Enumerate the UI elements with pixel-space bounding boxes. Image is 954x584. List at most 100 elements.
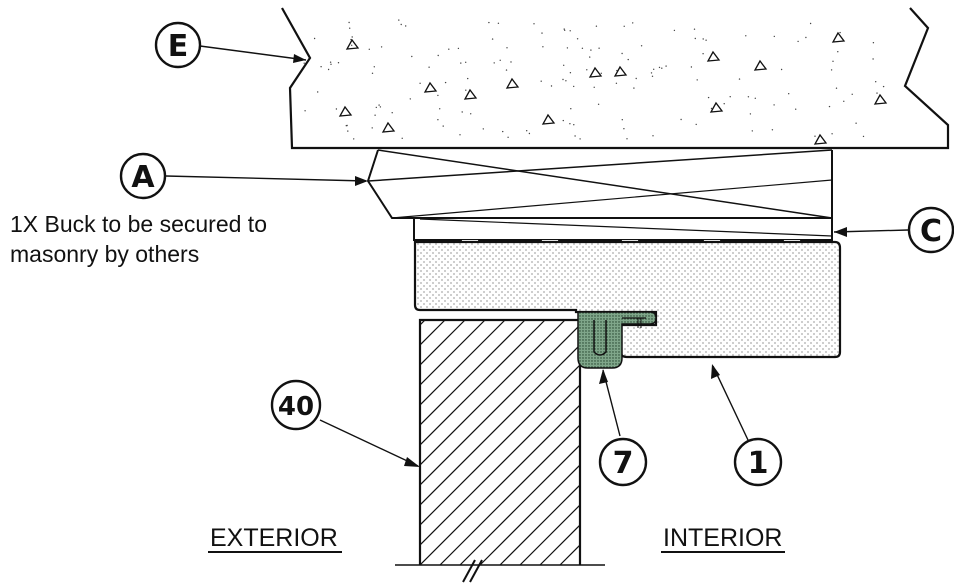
- aggregate-speck: [405, 25, 407, 27]
- aggregate-speck: [702, 38, 704, 40]
- aggregate-speck: [391, 112, 393, 114]
- aggregate-speck: [448, 48, 450, 50]
- window-head-frame: [413, 240, 842, 359]
- aggregate-speck: [843, 100, 845, 103]
- aggregate-speck: [497, 22, 500, 24]
- aggregate-speck: [751, 130, 753, 132]
- aggregate-speck: [593, 86, 595, 89]
- aggregate-speck: [528, 132, 531, 135]
- aggregate-speck: [460, 62, 462, 64]
- aggregate-speck: [353, 138, 355, 140]
- aggregate-speck: [317, 91, 319, 93]
- wood-buck: [366, 149, 833, 219]
- aggregate-speck: [467, 77, 469, 80]
- callout-e-label: E: [168, 29, 189, 64]
- aggregate-speck: [371, 72, 374, 75]
- callout-c: C: [907, 206, 954, 254]
- buck-note-line1: 1X Buck to be secured to: [10, 211, 267, 237]
- aggregate-speck: [350, 38, 352, 41]
- aggregate-speck: [690, 66, 693, 68]
- aggregate-speck: [465, 89, 467, 91]
- callout-1: 1: [733, 437, 783, 487]
- aggregate-speck: [579, 138, 581, 140]
- aggregate-mark: [423, 81, 438, 93]
- aggregate-speck: [510, 61, 512, 63]
- aggregate-speck: [327, 68, 330, 71]
- aggregate-speck: [569, 72, 572, 74]
- aggregate-speck: [409, 98, 411, 100]
- hatch-line: [439, 424, 580, 565]
- aggregate-speck: [828, 105, 831, 108]
- aggregate-speck: [635, 77, 637, 80]
- leader-lines: [165, 45, 909, 467]
- aggregate-mark: [706, 50, 721, 62]
- leader-a: [165, 175, 367, 182]
- aggregate-speck: [738, 78, 741, 80]
- callout-c-label: C: [920, 214, 942, 249]
- aggregate-speck: [797, 40, 799, 43]
- aggregate-speck: [502, 130, 504, 133]
- aggregate-speck: [809, 22, 812, 25]
- aggregate-mark: [505, 77, 520, 89]
- aggregate-speck: [345, 125, 347, 127]
- aggregate-speck: [581, 47, 584, 49]
- aggregate-speck: [702, 53, 704, 55]
- buck-note-line2: masonry by others: [10, 241, 199, 267]
- aggregate-speck: [839, 31, 841, 34]
- aggregate-speck: [653, 68, 655, 71]
- callout-e: E: [154, 21, 202, 69]
- aggregate-speck: [461, 111, 463, 113]
- aggregate-speck: [576, 38, 579, 40]
- aggregate-mark: [873, 93, 888, 105]
- callout-1-label: 1: [748, 446, 769, 481]
- aggregate-speck: [598, 47, 600, 49]
- aggregate-speck: [444, 81, 447, 84]
- aggregate-speck: [470, 113, 472, 115]
- aggregate-mark: [613, 65, 628, 77]
- hatch-line: [420, 320, 466, 366]
- aggregate-speck: [335, 108, 338, 110]
- aggregate-speck: [459, 134, 461, 136]
- aggregate-speck: [805, 36, 807, 39]
- hatch-line: [420, 404, 580, 565]
- aggregate-speck: [693, 28, 696, 30]
- aggregate-speck: [615, 82, 618, 85]
- slab-aggregate-marks: [303, 19, 888, 145]
- aggregate-speck: [780, 68, 783, 71]
- aggregate-speck: [616, 69, 618, 72]
- aggregate-speck: [665, 65, 667, 67]
- hatch-line: [479, 464, 580, 565]
- aggregate-speck: [754, 97, 756, 100]
- sash-member: [395, 318, 605, 583]
- aggregate-speck: [349, 27, 351, 29]
- aggregate-speck: [378, 104, 380, 106]
- exterior-label: EXTERIOR: [210, 524, 338, 552]
- aggregate-speck: [882, 85, 885, 88]
- aggregate-speck: [506, 47, 508, 49]
- aggregate-speck: [565, 80, 567, 82]
- aggregate-speck: [569, 30, 571, 32]
- aggregate-speck: [651, 75, 654, 78]
- leader-40: [319, 419, 419, 467]
- aggregate-speck: [573, 124, 575, 126]
- aggregate-mark: [381, 121, 396, 133]
- aggregate-speck: [876, 92, 878, 94]
- masonry-slab: [281, 7, 950, 150]
- aggregate-mark: [588, 66, 603, 78]
- aggregate-speck: [597, 103, 600, 106]
- aggregate-speck: [600, 72, 602, 75]
- aggregate-speck: [788, 93, 790, 95]
- aggregate-speck: [465, 61, 467, 63]
- aggregate-speck: [837, 51, 839, 53]
- leader-1: [712, 365, 749, 441]
- aggregate-speck: [875, 81, 877, 83]
- aggregate-speck: [428, 66, 430, 68]
- aggregate-speck: [673, 29, 676, 32]
- aggregate-speck: [696, 79, 698, 81]
- aggregate-speck: [564, 29, 566, 31]
- sash-hatch: [420, 320, 580, 565]
- aggregate-speck: [872, 42, 875, 44]
- aggregate-speck: [371, 127, 373, 129]
- aggregate-speck: [729, 96, 731, 98]
- hatch-line: [420, 324, 580, 486]
